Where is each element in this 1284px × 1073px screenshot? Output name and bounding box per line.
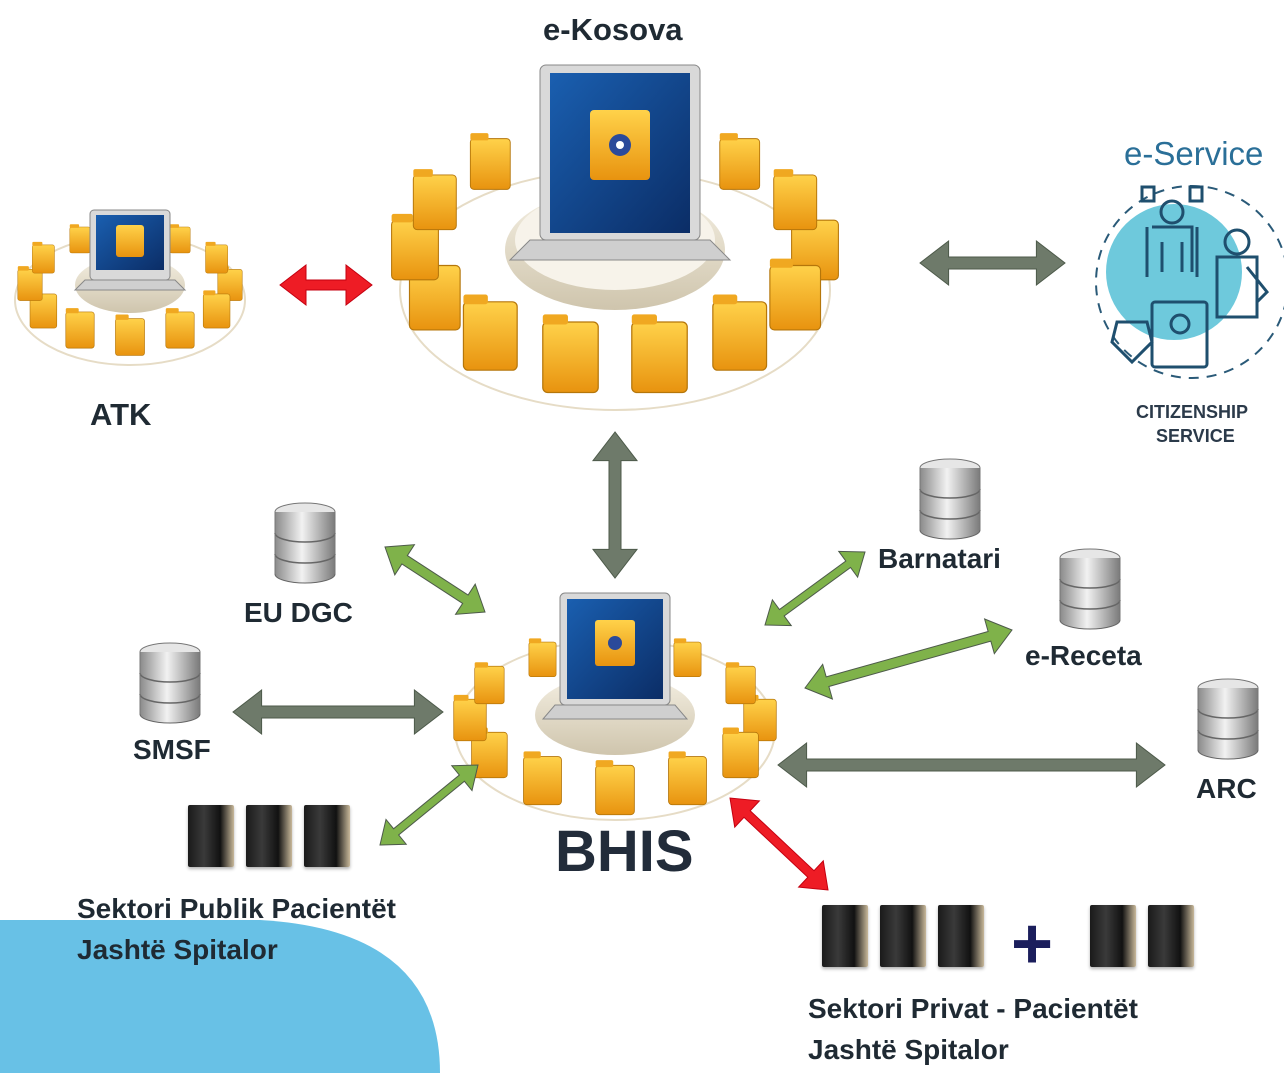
folder-icon [719,132,761,190]
connection-arrow [729,797,829,891]
folder-icon [769,258,822,331]
ereceta-label: e-Receta [1025,640,1142,671]
folder-icon [523,750,562,806]
private-sector-servers-a [822,905,996,967]
ereceta-database-icon [1059,548,1121,630]
connection-arrows [232,239,1166,891]
connection-arrow [777,741,1166,789]
folder-icon [469,132,511,190]
smsf-label: SMSF [133,734,211,765]
folder-icon [202,290,231,329]
server-icon [188,805,234,867]
private-sector-label: Sektori Privat - Pacientët [808,993,1138,1024]
folder-icon [32,241,55,274]
folder-icon [712,293,768,371]
eservice-label: e-Service [1124,135,1264,172]
server-icon [304,805,350,867]
folder-icon [169,223,191,254]
citizenship-label: CITIZENSHIP [1136,402,1249,422]
connection-arrow [804,618,1013,700]
folder-icon [668,750,707,806]
server-icon [246,805,292,867]
connection-arrow [379,764,479,846]
ekosova-label: e-Kosova [543,12,683,47]
folder-icon [595,759,635,816]
arc-label: ARC [1196,773,1257,804]
connection-arrow [232,688,444,736]
private-sector-servers-b [1090,905,1206,967]
server-icon [1148,905,1194,967]
eudgc-label: EU DGC [244,597,353,628]
decorative-blob [0,920,440,1073]
folder-icon [65,307,95,349]
private-sector-label-2: Jashtë Spitalor [808,1034,1009,1065]
folder-icon [462,293,518,371]
folder-icon [673,638,702,678]
folder-icon [773,168,818,231]
eservice-icon [1095,185,1284,379]
atk-label: ATK [90,397,152,432]
folder-icon [542,313,599,394]
folder-icon [631,313,688,394]
atk-laptop-icon [73,209,187,291]
smsf-database-icon [139,642,201,724]
server-icon [880,905,926,967]
folder-icon [115,314,145,356]
barnatari-label: Barnatari [878,543,1001,574]
eudgc-database-icon [274,502,336,584]
server-icon [822,905,868,967]
folder-icon [725,661,756,705]
public-sector-label: Sektori Publik Pacientët [77,893,396,924]
public-sector-label-2: Jashtë Spitalor [77,934,278,965]
folder-icon [165,307,195,349]
public-sector-servers [188,805,362,867]
citizenship-label-2: SERVICE [1156,426,1235,446]
server-icon [938,905,984,967]
connection-arrow [764,550,866,627]
folder-icon [528,638,557,678]
bhis-laptop-icon [541,592,689,720]
connection-arrow [384,544,486,615]
folder-icon [412,168,457,231]
connection-arrow [591,431,639,579]
server-icon [1090,905,1136,967]
connection-arrow [919,239,1066,287]
barnatari-database-icon [919,458,981,540]
folder-icon [205,241,228,274]
folder-icon [474,661,505,705]
folder-icon [69,223,91,254]
arc-database-icon [1197,678,1259,760]
connection-arrow [279,263,373,307]
bhis-label: BHIS [555,819,694,884]
folder-icon [722,727,759,779]
ekosova-laptop-icon [508,64,732,261]
plus-sign: + [1011,904,1053,984]
